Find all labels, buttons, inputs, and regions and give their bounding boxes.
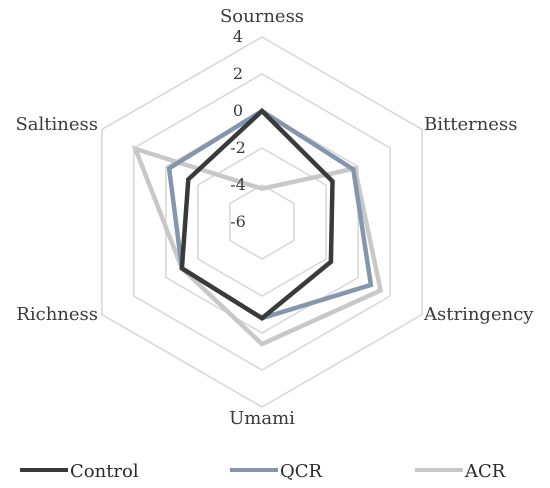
tick-label-minus-2: -2 <box>230 138 246 157</box>
axis-label-umami: Umami <box>229 408 295 429</box>
grid-ring <box>165 110 359 334</box>
legend-item-acr: ACR <box>415 461 506 482</box>
legend: Control QCR ACR <box>20 461 506 482</box>
grid-ring <box>133 73 391 371</box>
axis-label-sourness: Sourness <box>220 6 304 27</box>
grid-ring <box>101 36 423 408</box>
grid-ring <box>197 147 327 297</box>
legend-label-acr: ACR <box>464 461 506 482</box>
legend-label-qcr: QCR <box>280 461 323 482</box>
axis-label-bitterness: Bitterness <box>424 114 517 135</box>
radar-grid <box>101 36 423 408</box>
radial-tick-labels: 4 2 0 -2 -4 -6 <box>230 27 246 231</box>
tick-label-minus-6: -6 <box>230 212 246 231</box>
radar-series <box>131 107 384 347</box>
legend-item-control: Control <box>20 461 139 482</box>
axis-label-richness: Richness <box>16 304 98 325</box>
axis-labels: Sourness Bitterness Astringency Umami Ri… <box>15 6 534 429</box>
legend-item-qcr: QCR <box>230 461 323 482</box>
tick-label-minus-4: -4 <box>230 175 246 194</box>
legend-label-control: Control <box>70 461 139 482</box>
tick-label-2: 2 <box>233 64 243 83</box>
tick-label-0: 0 <box>233 101 243 120</box>
axis-label-astringency: Astringency <box>423 304 534 325</box>
series-line-control <box>179 107 335 321</box>
axis-label-saltiness: Saltiness <box>15 114 98 135</box>
grid-ring <box>229 184 295 260</box>
tick-label-4: 4 <box>233 27 243 46</box>
